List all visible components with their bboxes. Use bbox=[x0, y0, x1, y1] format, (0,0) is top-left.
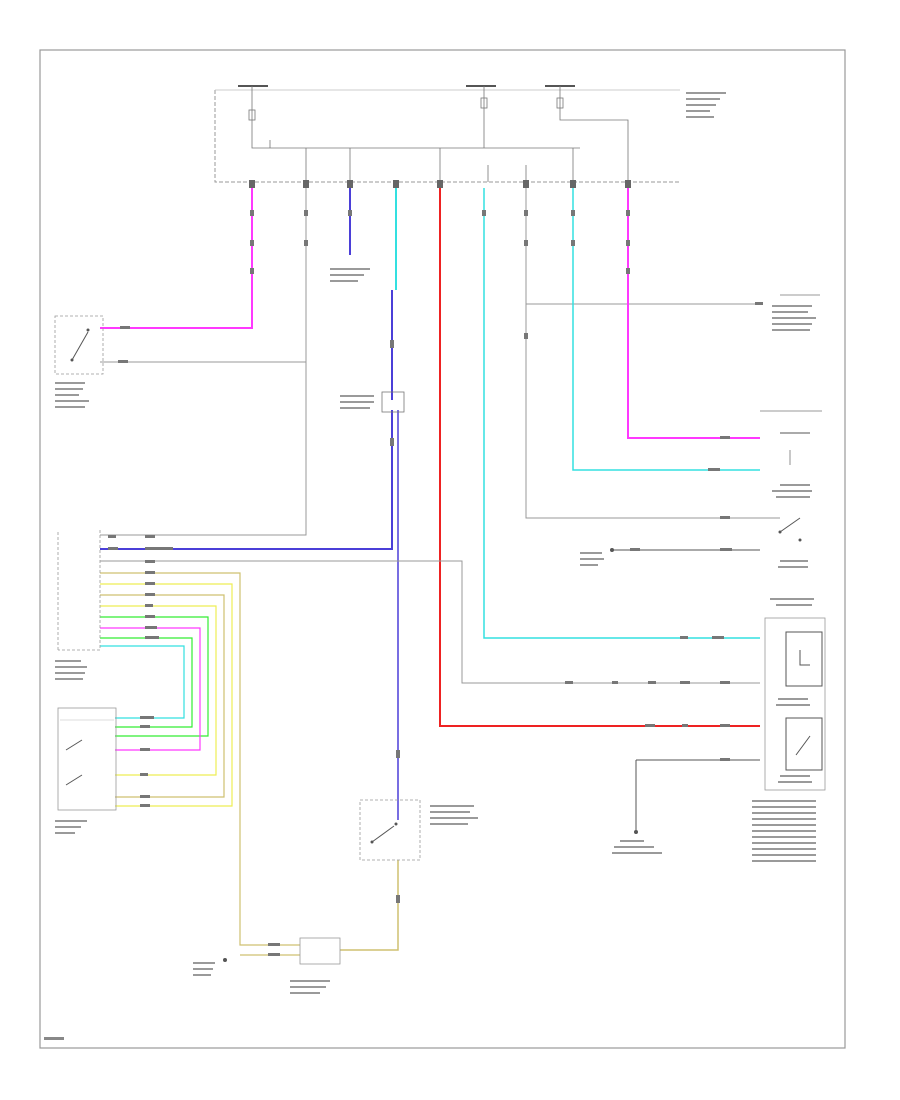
ground-label-top bbox=[330, 268, 370, 282]
wire-gray-right bbox=[525, 188, 780, 519]
wire-pink-left bbox=[100, 188, 253, 329]
junction-box-label bbox=[686, 92, 726, 118]
wire-blue-ecu bbox=[100, 410, 393, 550]
brake-switch bbox=[54, 315, 104, 408]
component-right-top bbox=[772, 294, 820, 331]
ecu-wire-bundle bbox=[100, 572, 300, 956]
connector-bottom bbox=[193, 937, 341, 994]
wire-red bbox=[439, 188, 760, 727]
wire-cyan-right bbox=[483, 188, 760, 639]
footer-id bbox=[44, 1037, 64, 1040]
wire-tan-bottom bbox=[340, 860, 399, 951]
wire-gray-shiftlock bbox=[100, 560, 760, 684]
transmission-range-switch bbox=[359, 799, 478, 861]
joint-connector bbox=[340, 391, 405, 413]
position-switch bbox=[55, 707, 117, 834]
junction-box-top bbox=[214, 85, 726, 188]
key-interlock bbox=[760, 410, 822, 498]
diagram-frame bbox=[39, 49, 846, 1049]
wire-gray-left bbox=[100, 188, 307, 363]
fuse-2 bbox=[466, 85, 496, 112]
wire-pink-right bbox=[627, 188, 760, 439]
fuse-1 bbox=[238, 85, 268, 121]
shift-lock-unit bbox=[752, 598, 826, 862]
ground-label-right bbox=[612, 830, 662, 854]
fuse-3 bbox=[545, 85, 575, 112]
shift-lock-ecu bbox=[55, 530, 101, 680]
ignition-switch bbox=[580, 517, 808, 568]
wire-cyan-right-2 bbox=[572, 188, 760, 471]
wire-markers bbox=[108, 210, 763, 956]
